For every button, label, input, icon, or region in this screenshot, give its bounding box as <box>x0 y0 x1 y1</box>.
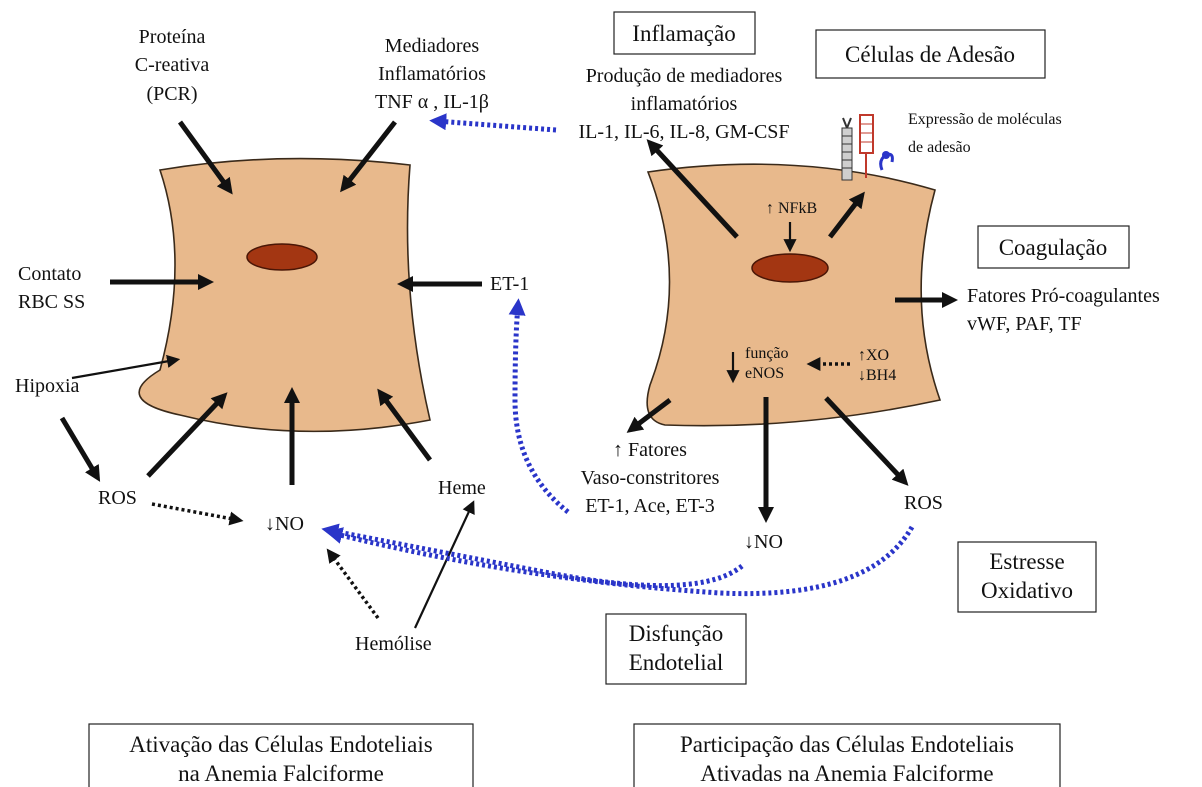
label-bh4: ↓BH4 <box>858 367 896 384</box>
label-contato-1: Contato <box>18 263 81 285</box>
arrow-ros-to-no <box>152 504 238 520</box>
box-coagulacao: Coagulação <box>978 226 1129 268</box>
label-hemolise: Hemólise <box>355 633 432 655</box>
box-participacao: Participação das Células Endoteliais Ati… <box>634 724 1060 787</box>
svg-text:Células de Adesão: Células de Adesão <box>845 42 1015 67</box>
svg-text:Inflamação: Inflamação <box>632 21 735 46</box>
adhesion-molecule-icon <box>842 115 892 180</box>
label-no-right: ↓NO <box>744 531 783 553</box>
label-pcr-3: (PCR) <box>146 83 197 105</box>
label-contato-2: RBC SS <box>18 291 85 313</box>
arrow-il-to-mediadores <box>436 121 556 130</box>
label-producao-3: IL-1, IL-6, IL-8, GM-CSF <box>578 121 789 143</box>
box-inflamacao: Inflamação <box>614 12 755 54</box>
label-pcr-2: C-reativa <box>135 54 210 76</box>
label-fatores-pro-1: Fatores Pró-coagulantes <box>967 285 1160 307</box>
arrow-hemolise-to-no <box>330 553 378 618</box>
label-heme: Heme <box>438 477 486 499</box>
box-ativacao: Ativação das Células Endoteliais na Anem… <box>89 724 473 787</box>
right-nucleus <box>752 254 828 282</box>
label-producao-2: inflamatórios <box>631 93 738 115</box>
label-ros-right: ROS <box>904 492 943 514</box>
left-nucleus <box>247 244 317 270</box>
label-enos: eNOS <box>745 365 784 382</box>
arrow-hipoxia-to-ros <box>62 418 96 475</box>
svg-text:Participação das Células Endot: Participação das Células Endoteliais <box>680 732 1014 757</box>
label-vaso-1: ↑ Fatores <box>613 439 687 461</box>
svg-text:Oxidativo: Oxidativo <box>981 578 1073 603</box>
svg-text:Ativadas na Anemia Falciforme: Ativadas na Anemia Falciforme <box>700 761 993 786</box>
svg-text:Disfunção: Disfunção <box>629 621 724 646</box>
label-vaso-3: ET-1, Ace, ET-3 <box>585 495 715 517</box>
arrow-hemolise-to-heme <box>415 505 472 628</box>
box-disfuncao-endotelial: Disfunção Endotelial <box>606 614 746 684</box>
svg-text:na Anemia Falciforme: na Anemia Falciforme <box>178 761 384 786</box>
label-funcao: função <box>745 345 789 362</box>
svg-text:Ativação das Células Endotelia: Ativação das Células Endoteliais <box>129 732 432 757</box>
label-mediadores-1: Mediadores <box>385 35 480 57</box>
svg-text:Endotelial: Endotelial <box>629 650 724 675</box>
label-expressao-2: de adesão <box>908 139 971 156</box>
arrow-ros-right-to-no-left <box>332 527 912 594</box>
box-estresse-oxidativo: Estresse Oxidativo <box>958 542 1096 612</box>
label-no-left: ↓NO <box>265 513 304 535</box>
label-vaso-2: Vaso-constritores <box>581 467 720 489</box>
label-producao-1: Produção de mediadores <box>586 65 783 87</box>
label-xo: ↑XO <box>858 347 889 364</box>
box-celulas-adesao: Células de Adesão <box>816 30 1045 78</box>
label-et1: ET-1 <box>490 273 529 295</box>
arrow-vaso-to-et1 <box>515 305 568 512</box>
label-pcr-1: Proteína <box>139 26 206 48</box>
label-ros-left: ROS <box>98 487 137 509</box>
label-mediadores-2: Inflamatórios <box>378 63 486 85</box>
label-nfkb: ↑ NFkB <box>766 200 817 217</box>
label-hipoxia: Hipoxia <box>15 375 80 397</box>
svg-text:Estresse: Estresse <box>989 549 1064 574</box>
left-endothelial-cell <box>139 159 430 432</box>
arrow-no-right-to-no-left <box>328 530 742 586</box>
svg-text:Coagulação: Coagulação <box>999 235 1108 260</box>
label-fatores-pro-2: vWF, PAF, TF <box>967 313 1082 335</box>
label-mediadores-3: TNF α , IL-1β <box>375 91 489 113</box>
label-expressao-1: Expressão de moléculas <box>908 111 1062 128</box>
